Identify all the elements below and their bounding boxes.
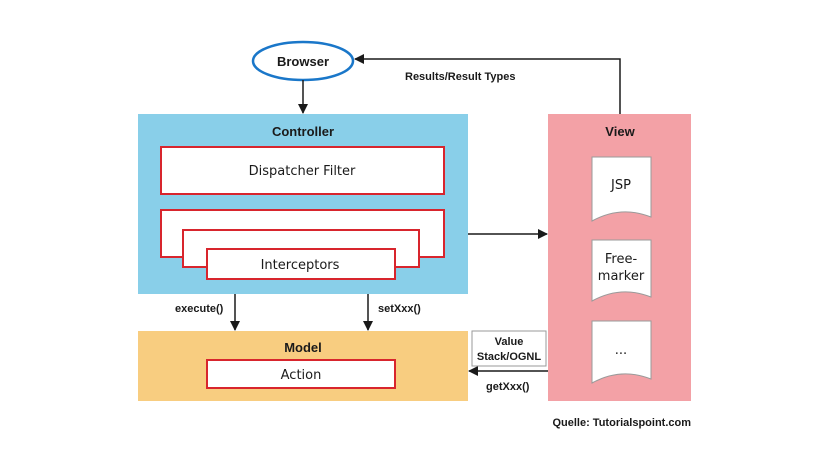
dispatcher-filter-box — [160, 146, 445, 195]
jsp-label: JSP — [610, 178, 631, 193]
controller-title: Controller — [272, 124, 334, 139]
view-to-browser-arrow — [354, 54, 621, 114]
action-label: Action — [281, 368, 322, 383]
value-stack-box: Value Stack/OGNL — [471, 330, 547, 367]
action-box — [206, 359, 396, 389]
browser-label: Browser — [277, 54, 329, 69]
results-label: Results/Result Types — [405, 71, 515, 83]
dispatcher-filter-label: Dispatcher Filter — [249, 164, 356, 179]
getxxx-label: getXxx() — [486, 381, 530, 393]
other-view-document: ... — [591, 320, 652, 384]
freemarker-label-line1: Free- — [605, 252, 638, 267]
arrows — [230, 54, 621, 376]
view-panel: View JSP Free- marker ... — [548, 114, 691, 401]
interceptors-label: Interceptors — [261, 258, 340, 273]
browser-node: Browser — [251, 40, 355, 82]
source-credit: Quelle: Tutorialspoint.com — [552, 417, 691, 429]
model-title: Model — [284, 340, 322, 355]
other-view-label: ... — [615, 343, 627, 358]
setxxx-label: setXxx() — [378, 303, 421, 315]
interceptors-box — [206, 248, 396, 280]
freemarker-document: Free- marker — [591, 239, 652, 302]
value-stack-line1: Value — [495, 336, 524, 348]
controller-panel: Controller Dispatcher Filter Interceptor… — [138, 114, 468, 294]
freemarker-label-line2: marker — [598, 269, 645, 284]
value-stack-line2: Stack/OGNL — [477, 351, 541, 363]
execute-label: execute() — [175, 303, 224, 315]
view-title: View — [605, 124, 635, 139]
jsp-document: JSP — [591, 156, 652, 222]
model-panel: Model Action — [138, 331, 468, 401]
